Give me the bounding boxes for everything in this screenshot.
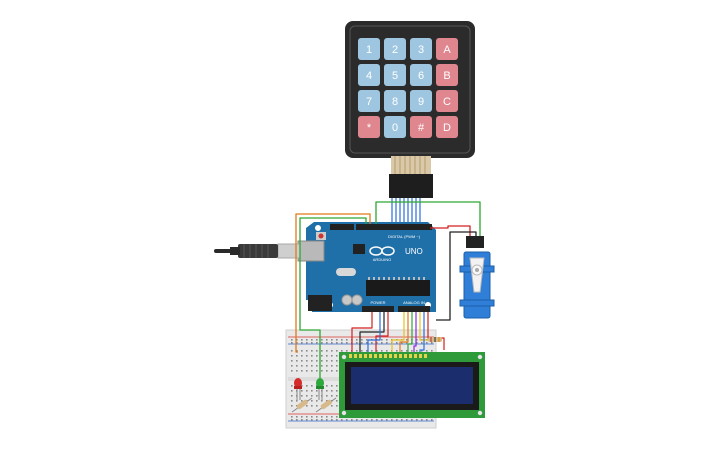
key-label: 5 [392,70,398,82]
lcd-pin-header [349,354,427,358]
key-label: 8 [392,96,398,108]
key-11[interactable] [436,90,458,112]
key-label: 1 [366,44,372,56]
key-15[interactable] [436,116,458,138]
key-8[interactable] [358,90,380,112]
key-6[interactable] [410,64,432,86]
green-led[interactable] [316,378,324,400]
wires [295,198,481,378]
usb-cable[interactable] [214,243,301,259]
key-label: C [443,96,451,108]
led-resistors [291,397,337,413]
key-label: 3 [418,44,424,56]
key-4[interactable] [358,64,380,86]
key-1[interactable] [384,38,406,60]
analog-pins-label: ANALOG IN [403,300,425,305]
keypad-inner-frame [349,25,471,154]
usb-port [297,240,325,262]
keypad-4x4[interactable]: 1 2 3 A 4 5 6 B 7 8 9 C * 0 # D [345,21,475,158]
key-2[interactable] [410,38,432,60]
keypad-keys: 1 2 3 A 4 5 6 B 7 8 9 C * 0 # D [358,38,458,138]
analog-header [398,306,430,312]
power-jack [308,295,332,311]
red-led[interactable] [294,378,302,400]
arduino-logo-text: ARDUINO [373,257,391,262]
key-label: 2 [392,44,398,56]
servo-motor[interactable] [459,236,495,319]
key-14[interactable] [410,116,432,138]
power-pins-label: POWER [370,300,385,305]
power-header [362,306,394,312]
key-label: 0 [392,122,398,134]
resistor-lcd [428,337,442,342]
key-label: # [418,122,425,134]
servo-connector [466,236,484,248]
key-3[interactable] [436,38,458,60]
key-label: D [443,122,451,134]
key-label: B [443,70,450,82]
key-7[interactable] [436,64,458,86]
key-label: 9 [418,96,424,108]
keypad-ribbon-connector [389,156,433,198]
key-5[interactable] [384,64,406,86]
key-10[interactable] [410,90,432,112]
key-12[interactable] [358,116,380,138]
key-label: 6 [418,70,424,82]
key-label: A [443,44,451,56]
key-label: * [367,122,372,134]
key-label: 4 [366,70,372,82]
key-label: 7 [366,96,372,108]
digital-header [356,224,432,230]
arduino-logo: ARDUINO UNO [369,246,423,262]
key-13[interactable] [384,116,406,138]
lcd-screen [351,367,473,404]
digital-pins-label: DIGITAL (PWM ~) [388,234,421,239]
arduino-uno-board[interactable]: ARDUINO UNO DIGITAL (PWM ~) POWER ANALOG… [297,222,436,312]
board-model-label: UNO [405,247,423,256]
lcd-16x2[interactable] [339,352,485,418]
atmega-chip [366,280,430,296]
key-0[interactable] [358,38,380,60]
key-9[interactable] [384,90,406,112]
